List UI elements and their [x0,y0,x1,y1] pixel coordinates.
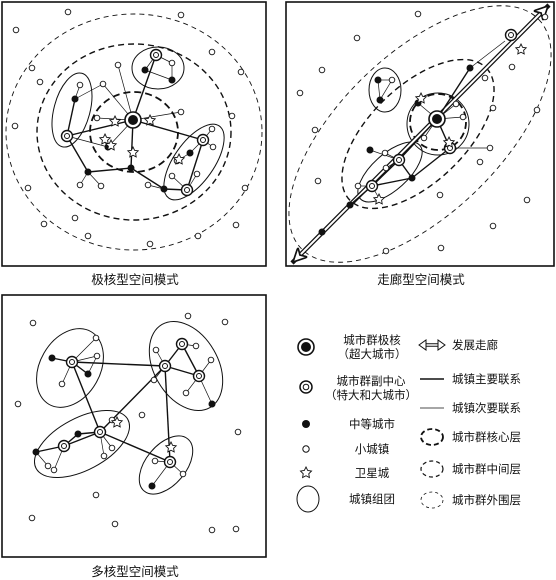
legend-satellite-label: 卫星城 [354,466,390,480]
small-towns [14,312,242,534]
town-cluster [163,123,225,201]
panel-single-core [1,1,267,267]
legend-minor-link-label: 城镇次要联系 [452,401,521,415]
legend-subcenter-label: 城市群副中心 （特大和大城市） [316,374,426,402]
panel-frame [285,1,555,267]
legend-town-label: 小城镇 [354,442,390,456]
panel-multi-core [1,294,267,558]
development-corridor-inner [294,7,547,261]
panel-frame [1,1,267,267]
dash-circle-medium-icon [420,460,444,478]
dash-circle-bold-icon [420,428,444,446]
small-towns [11,8,249,248]
core-layer-ring [89,91,179,173]
subcenter-icon [299,380,313,394]
star-icon [299,465,313,479]
satellite-cities [372,42,528,205]
legend-medium-label: 中等城市 [349,417,395,431]
filled-dot-icon [302,420,310,428]
pole-city-core [128,115,138,125]
panel-corridor [285,1,555,267]
double-arrow-icon [418,339,446,351]
caption-corridor: 走廊型空间模式 [377,272,465,287]
legend-symbols [296,338,446,513]
legend-subcenter-line1: 城市群副中心 [336,374,406,388]
legend-pole-label: 城市群极核 （超大城市） [322,333,422,361]
legend-outer-layer-label: 城市群外围层 [452,493,521,507]
panel-frame [1,294,267,558]
legend-corridor-label: 发展走廊 [452,338,498,352]
town-cluster [33,409,131,479]
pole-city-core [432,114,442,124]
town-cluster [131,46,185,90]
legend-core-layer-label: 城市群核心层 [452,430,521,444]
satellite-cities [98,113,186,165]
pole-icon [297,338,315,356]
dash-circle-thin-icon [420,491,444,509]
legend-cluster-label: 城镇组团 [349,492,395,506]
legend-pole-line2: （超大城市） [337,347,407,361]
town-cluster [51,72,93,148]
small-towns [296,10,549,255]
legend-subcenter-line2: （特大和大城市） [325,388,417,402]
open-dot-icon [302,445,310,453]
ellipse-icon [296,485,320,513]
legend-main-link-label: 城镇主要联系 [452,372,521,386]
medium-cities [318,64,474,236]
town-cluster [138,435,194,495]
town-cluster [148,320,224,412]
caption-single-core: 极核型空间模式 [91,272,179,287]
legend-middle-layer-label: 城市群中间层 [452,462,521,476]
subcenter-cities [57,337,206,469]
satellite-cities [110,415,178,453]
outer-layer-ring [5,13,263,251]
subcenter-cities [60,48,210,197]
middle-layer-ring [36,43,232,221]
medium-cities [32,354,216,490]
caption-multi-core: 多核型空间模式 [91,564,179,579]
legend-pole-line1: 城市群极核 [343,333,401,347]
main-links [66,54,204,191]
town-cluster [36,328,104,408]
